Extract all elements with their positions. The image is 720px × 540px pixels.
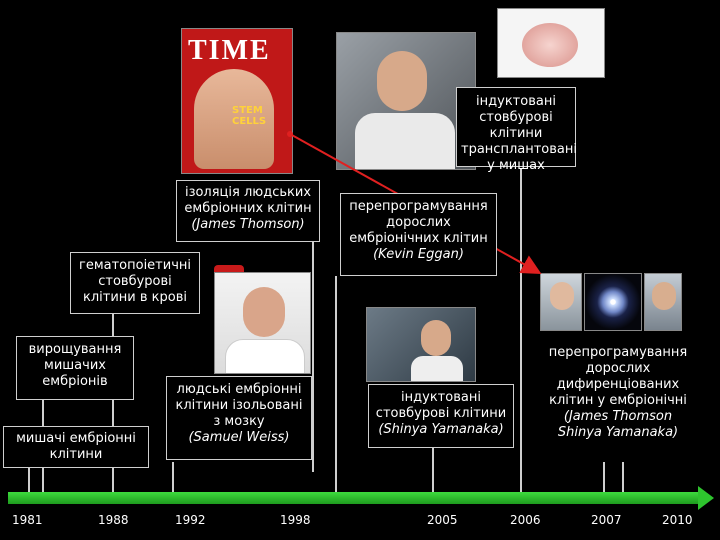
- event-text: індуктовані стовбурові клітини: [376, 390, 506, 421]
- portrait-face: [421, 320, 451, 356]
- event-human-isolation: ізоляція людських ембріонних клітин (Jam…: [176, 180, 320, 242]
- embryo-photo: [497, 8, 605, 78]
- lab-coat: [411, 356, 463, 382]
- portrait-face: [377, 51, 427, 111]
- event-author: (Samuel Weiss): [171, 430, 307, 446]
- magazine-subtitle: STEM CELLS: [232, 105, 280, 127]
- lab-coat: [355, 113, 455, 170]
- thomson-photo: [540, 273, 582, 331]
- year-1998: 1998: [280, 513, 311, 527]
- year-1988: 1988: [98, 513, 129, 527]
- shirt: [225, 339, 305, 374]
- event-reprogramming-adult: перепрограмування дорослих ембріонічних …: [340, 193, 497, 276]
- year-2005: 2005: [427, 513, 458, 527]
- portrait-face: [550, 282, 574, 310]
- year-1981: 1981: [12, 513, 43, 527]
- event-text: мишачі ембріонні клітини: [16, 431, 136, 462]
- connector-1998: [335, 276, 337, 502]
- event-hematopoietic: гематопоіетичні стовбурові клітини в кро…: [70, 252, 200, 314]
- event-text: гематопоіетичні стовбурові клітини в кро…: [79, 258, 191, 305]
- portrait-face: [652, 282, 676, 310]
- time-magazine-cover: TIME STEM CELLS: [181, 28, 293, 174]
- event-author: (Shinya Yamanaka): [373, 422, 509, 438]
- event-text: вирощування мишачих ембріонів: [29, 342, 122, 389]
- connector-1998b: [312, 242, 314, 472]
- event-author: (James Thomson): [181, 217, 315, 233]
- year-1992: 1992: [175, 513, 206, 527]
- event-text: людські ембріонні клітини ізольовані з м…: [175, 382, 302, 429]
- event-induced-transplanted: індуктовані стовбурові клітини трансплан…: [456, 87, 576, 167]
- event-brain-cells: людські ембріонні клітини ізольовані з м…: [166, 376, 312, 460]
- event-mouse-embryonic: мишачі ембріонні клітини: [3, 426, 149, 468]
- event-induced-stem: індуктовані стовбурові клітини (Shinya Y…: [368, 384, 514, 448]
- portrait-face: [243, 287, 285, 337]
- event-text: ізоляція людських ембріонних клітин: [184, 185, 311, 216]
- embryo-shape: [522, 23, 578, 67]
- timeline-bar: [8, 492, 700, 504]
- event-text: перепрограмування дорослих ембріонічних …: [349, 199, 488, 246]
- event-author: (Kevin Eggan): [345, 247, 492, 263]
- year-2010: 2010: [662, 513, 693, 527]
- scientist-microscope-photo: [336, 32, 476, 170]
- event-text: індуктовані стовбурові клітини трансплан…: [461, 94, 577, 173]
- year-2007: 2007: [591, 513, 622, 527]
- event-growing-embryos: вирощування мишачих ембріонів: [16, 336, 134, 400]
- year-2006: 2006: [510, 513, 541, 527]
- event-author: (James Thomson Shinya Yamanaka): [545, 409, 691, 441]
- event-reprogramming-diff: перепрограмування дорослих дифиренціован…: [541, 340, 695, 462]
- event-text: перепрограмування дорослих дифиренціован…: [549, 345, 687, 408]
- magazine-title: TIME: [188, 35, 286, 61]
- yamanaka-photo: [644, 273, 682, 331]
- scientist-portrait-photo: [214, 272, 311, 374]
- yamanaka-lab-photo: [366, 307, 476, 382]
- connector-2006: [520, 168, 522, 502]
- timeline-arrowhead: [698, 486, 714, 510]
- ips-cell-photo: [584, 273, 642, 331]
